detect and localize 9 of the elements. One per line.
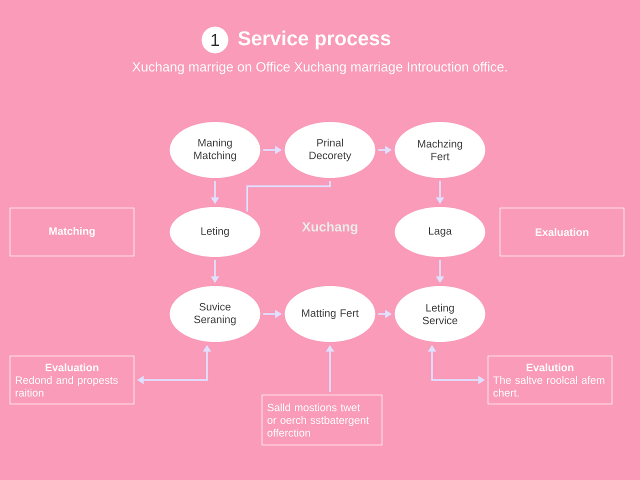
center-label: Xuchang bbox=[302, 222, 358, 234]
note-box: Matching bbox=[10, 208, 134, 256]
note-box: Evaluation Redond and propests raition bbox=[10, 356, 134, 404]
note-box: Exaluation bbox=[500, 208, 624, 256]
title: Service process bbox=[238, 30, 390, 50]
number-badge: 1 bbox=[202, 26, 228, 54]
note-box: Evalution The saltve roolcal afem chert. bbox=[488, 356, 612, 404]
subtitle: Xuchang marrige on Office Xuchang marriage Introuction office. bbox=[132, 62, 507, 74]
note-box: Salld mostions twet or oerch sstbatergent offerction bbox=[262, 394, 382, 446]
